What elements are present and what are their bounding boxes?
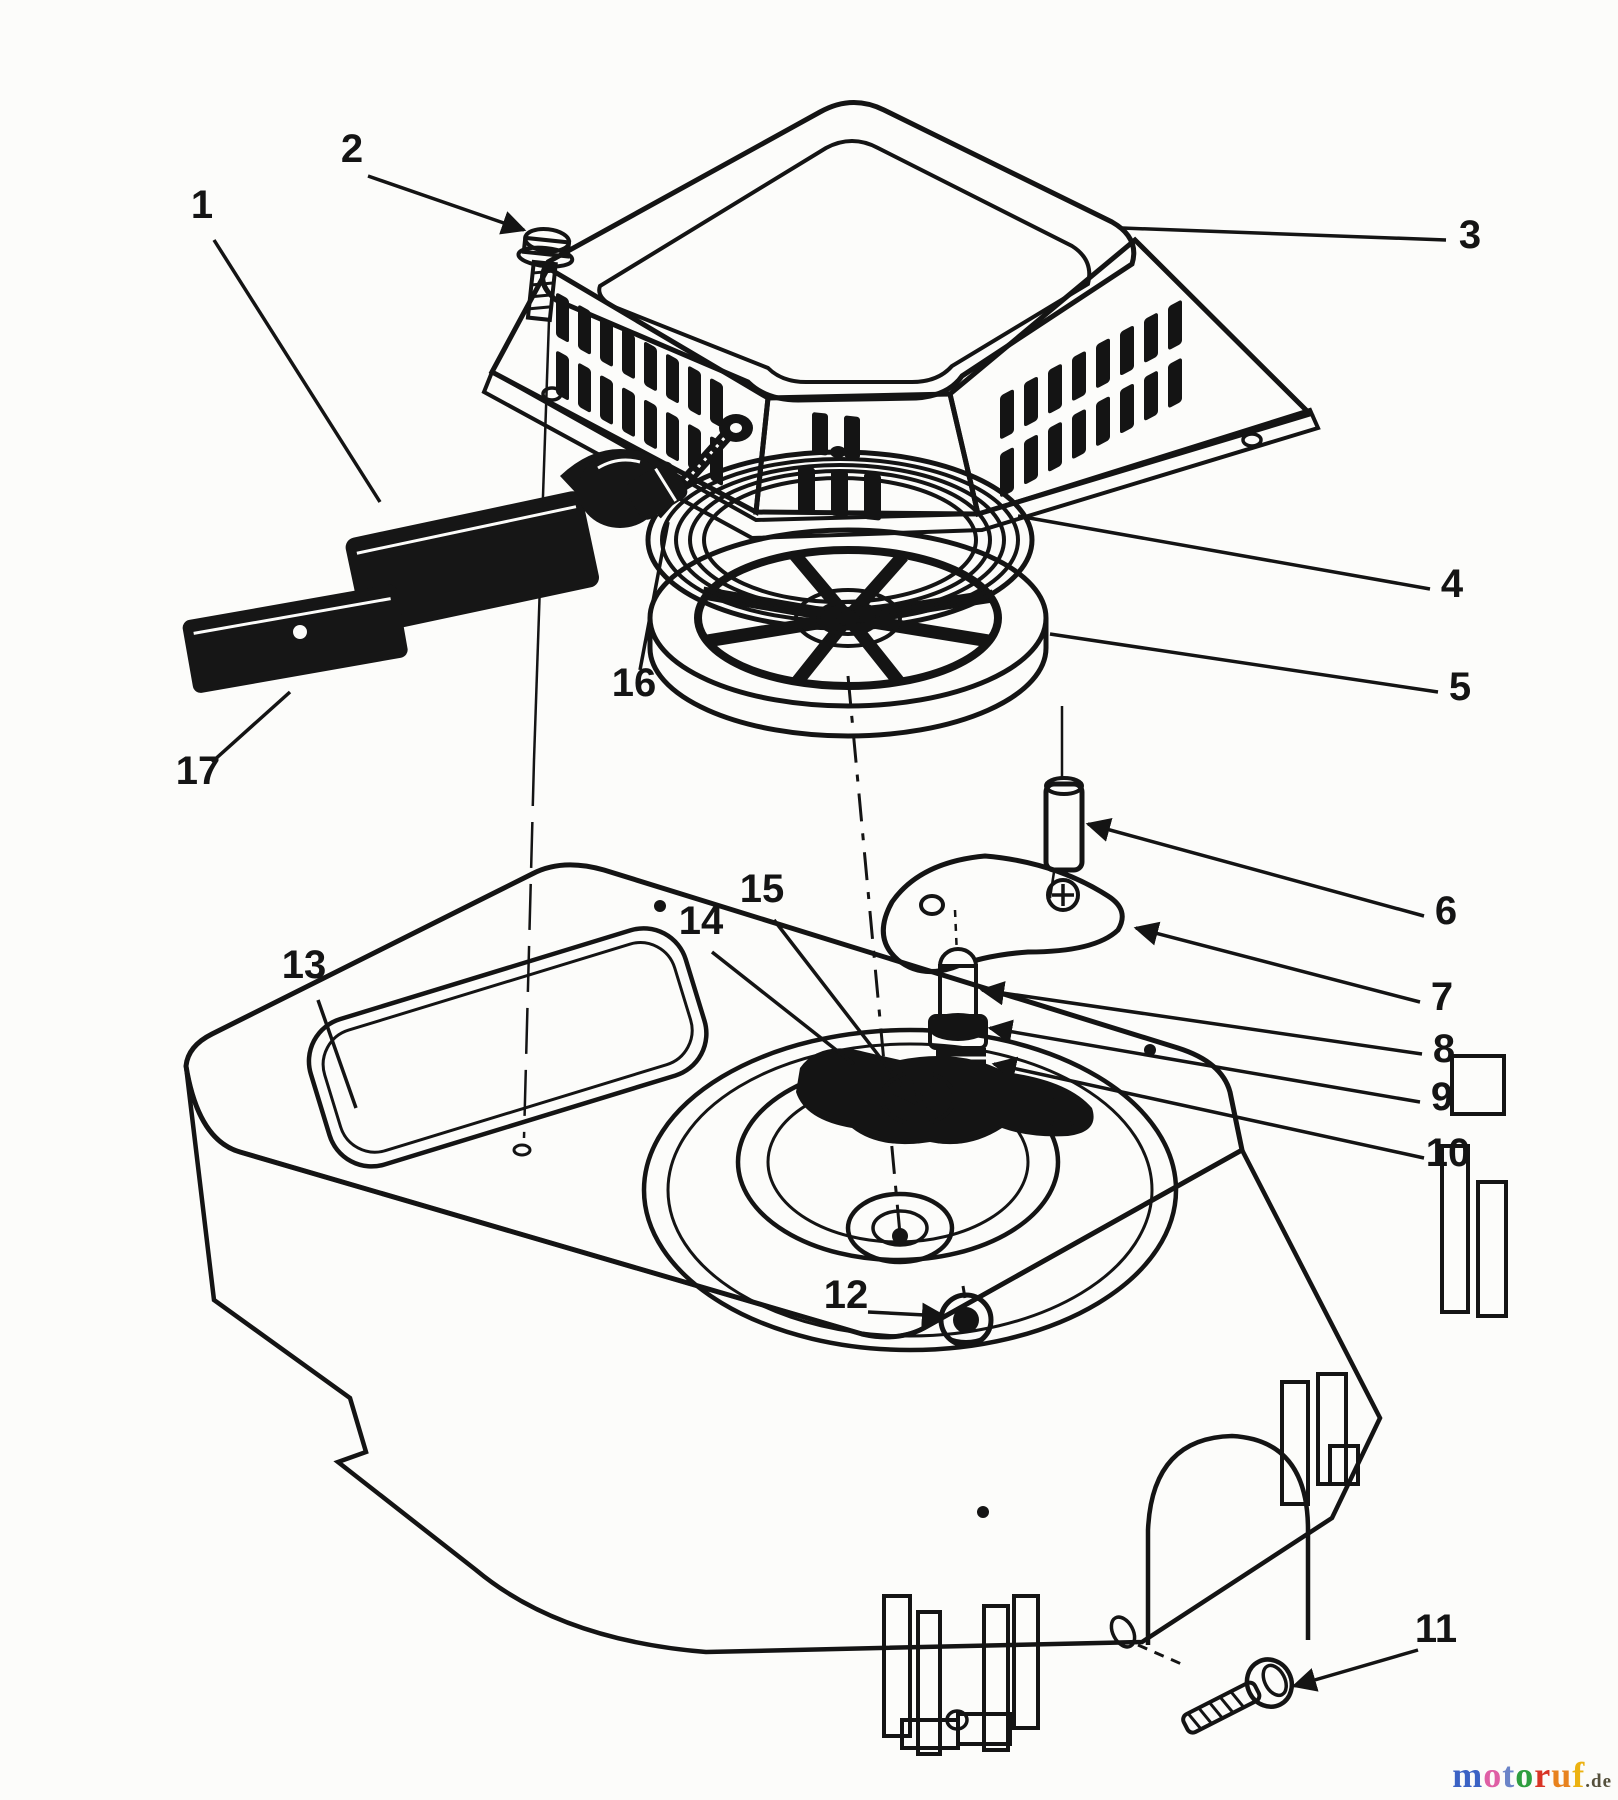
bottom-brackets <box>882 1594 1040 1756</box>
vent-slot <box>1120 383 1134 433</box>
vent-slot-group <box>812 412 860 459</box>
vent-slot <box>1120 325 1134 375</box>
screw-hole <box>1109 1615 1137 1649</box>
logo-letter: t <box>1502 1755 1516 1795</box>
clutch-retainer <box>796 1048 1094 1145</box>
part-label-13: 13 <box>282 943 327 987</box>
assembly-axis <box>846 675 902 1235</box>
part-label-12: 12 <box>824 1273 869 1317</box>
base-bulge <box>1145 1433 1311 1645</box>
part-label-14: 14 <box>679 899 724 943</box>
drive-pin <box>1043 706 1085 899</box>
base-screw <box>1181 1657 1295 1735</box>
vent-slot <box>688 366 701 416</box>
vent-slot <box>844 415 860 459</box>
vent-slot <box>644 400 657 449</box>
vent-slot <box>622 387 635 437</box>
part-label-10: 10 <box>1426 1131 1471 1175</box>
axis-end-dot <box>892 1228 908 1244</box>
logo-letter: o <box>1483 1755 1503 1795</box>
vent-slot <box>1024 376 1038 427</box>
logo-letter: o <box>1515 1755 1535 1795</box>
clutch-post <box>937 909 979 1020</box>
vent-slot <box>1096 396 1110 446</box>
motoruf-logo-suffix: .de <box>1585 1771 1612 1792</box>
part-label-17: 17 <box>176 749 221 793</box>
boss-dot <box>977 1506 989 1518</box>
part-label-5: 5 <box>1449 665 1471 709</box>
starter-pulley <box>647 527 1049 739</box>
flange-screw <box>516 226 575 323</box>
blower-housing-base <box>183 862 1508 1756</box>
vent-slots <box>556 293 1182 521</box>
vent-slot <box>1072 409 1086 459</box>
logo-letter: f <box>1572 1755 1586 1795</box>
screw-axis-line-dashed <box>522 759 536 1139</box>
vent-slot <box>1000 447 1014 497</box>
handle-grip-insert <box>182 584 408 693</box>
vent-slot <box>1072 351 1086 401</box>
vent-slot <box>1024 434 1038 485</box>
vent-slot <box>666 412 679 461</box>
vent-slot <box>556 293 569 342</box>
vent-slot <box>622 329 635 379</box>
base-vent-recess <box>306 926 709 1169</box>
starter-handle <box>345 449 688 634</box>
part-label-6: 6 <box>1435 889 1457 933</box>
logo-letter: r <box>1534 1755 1552 1795</box>
vent-slot-group <box>1000 300 1182 497</box>
vent-slot <box>1048 364 1062 414</box>
brake-lever <box>880 853 1125 975</box>
vent-slot <box>1168 358 1182 408</box>
part-label-16: 16 <box>612 661 657 705</box>
vent-slot <box>864 473 881 521</box>
vent-slot <box>578 363 591 413</box>
vent-slot <box>1048 422 1062 472</box>
mount-hole <box>512 1143 532 1157</box>
part-labels: 1 2 3 4 5 6 7 8 9 10 11 12 13 14 15 16 1… <box>176 127 1481 1651</box>
boss-dot <box>1144 1044 1156 1056</box>
vent-slot <box>798 466 815 514</box>
vent-slot <box>578 305 591 355</box>
recoil-starter-cover <box>481 99 1321 541</box>
vent-slot <box>644 342 657 391</box>
vent-slot <box>666 354 679 403</box>
vent-slot <box>1144 371 1158 421</box>
motoruf-logo-text: motoruf <box>1452 1755 1585 1795</box>
vent-slot <box>831 469 848 517</box>
vent-slot <box>710 378 723 428</box>
vent-slot <box>1168 300 1182 350</box>
clutch-collar <box>928 1013 988 1050</box>
part-label-15: 15 <box>740 867 785 911</box>
part-label-1: 1 <box>191 183 213 227</box>
logo-letter: m <box>1452 1755 1484 1795</box>
vent-slot <box>1000 389 1014 439</box>
part-label-11: 11 <box>1415 1607 1457 1651</box>
vent-slot <box>1144 313 1158 363</box>
boss-dot <box>654 900 666 912</box>
base-circular-recess <box>641 1027 1179 1353</box>
part-label-9: 9 <box>1431 1075 1453 1119</box>
part-label-7: 7 <box>1431 975 1453 1019</box>
motoruf-logo: motoruf.de <box>1452 1754 1612 1796</box>
logo-letter: u <box>1551 1755 1573 1795</box>
part-label-4: 4 <box>1441 562 1464 606</box>
vent-slot <box>812 412 828 456</box>
vent-slot-group <box>798 466 881 521</box>
part-label-3: 3 <box>1459 213 1481 257</box>
part-label-8: 8 <box>1433 1027 1455 1071</box>
leader-lines <box>210 174 1447 1692</box>
side-brackets <box>1280 1054 1508 1506</box>
part-label-2: 2 <box>341 127 363 171</box>
vent-slot <box>600 375 613 425</box>
vent-slot <box>1096 338 1110 388</box>
vent-slot <box>600 317 613 367</box>
vent-slot <box>556 351 569 400</box>
